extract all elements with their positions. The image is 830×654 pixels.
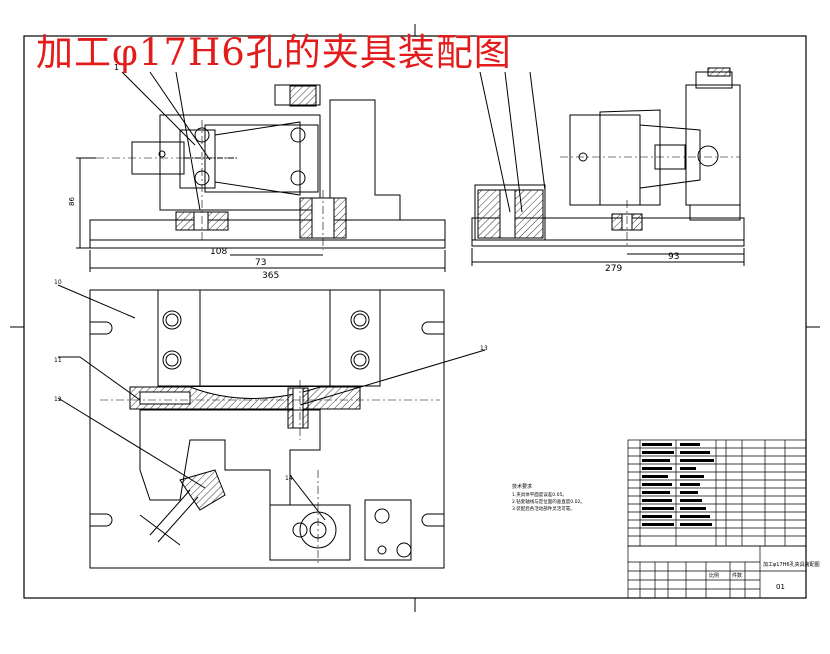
plan-view — [57, 284, 486, 569]
balloon-13: 13 — [480, 345, 488, 352]
dim-108: 108 — [210, 247, 227, 257]
balloon-10: 10 — [54, 279, 62, 286]
front-view — [76, 71, 446, 272]
balloon-12: 12 — [54, 396, 62, 403]
notes-line-3: 3.装配后各活动部件灵活可靠。 — [512, 505, 575, 512]
drawing-frame — [10, 24, 820, 612]
dim-279: 279 — [605, 264, 622, 274]
notes-line-1: 1.夹具体平面度误差0.05。 — [512, 491, 567, 498]
notes-line-2: 2.钻套轴线与定位面的垂直度0.02。 — [512, 498, 585, 505]
dim-93: 93 — [668, 252, 679, 262]
drawing-title: 加工φ17H6孔的夹具装配图 — [36, 31, 512, 74]
scale-label: 比例 — [709, 572, 719, 579]
balloon-11: 11 — [54, 357, 62, 364]
notes-heading: 技术要求 — [512, 483, 532, 490]
drawing-code: 01 — [776, 583, 785, 591]
balloon-1: 1 — [114, 63, 119, 72]
side-view — [471, 67, 745, 266]
title-block — [627, 545, 807, 599]
drawing-name: 加工φ17H6孔夹具装配图 — [763, 561, 820, 568]
dim-365: 365 — [262, 271, 279, 281]
dim-86: 86 — [68, 197, 76, 206]
balloon-14: 14 — [285, 475, 293, 482]
dim-73: 73 — [255, 258, 266, 268]
qty-label: 件数 — [732, 572, 742, 579]
parts-list — [627, 439, 807, 547]
